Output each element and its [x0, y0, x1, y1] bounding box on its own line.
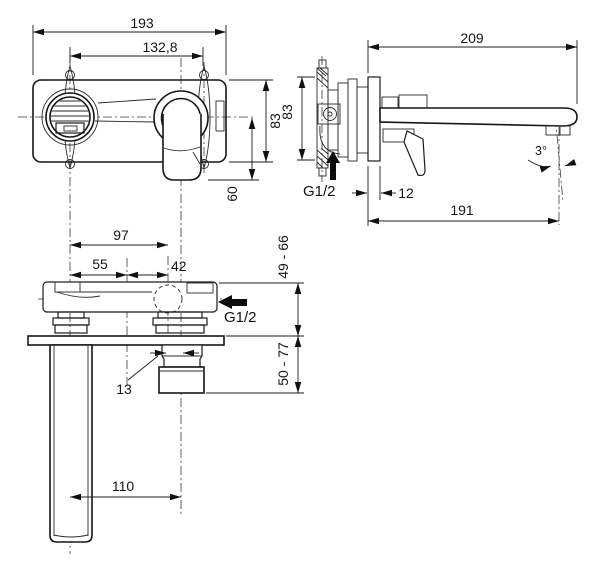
dim-plate-height-front: 83 — [267, 113, 283, 129]
front-dimensions: 193 132,8 83 60 — [32, 15, 283, 202]
inlet-thread-label-top: G1/2 — [224, 309, 257, 326]
top-view: 97 55 42 13 110 49 - 66 50 - 77 G1/2 — [27, 227, 304, 543]
dim-spout-to-mid: 55 — [92, 256, 108, 272]
valve-hidden-circle — [153, 284, 183, 314]
handle-front — [153, 90, 209, 181]
inlet-arrow-side: G1/2 — [303, 151, 340, 200]
dim-spout-angle: 3° — [535, 144, 547, 158]
dim-spout-to-valve: 97 — [113, 227, 129, 243]
front-view: 193 132,8 83 60 — [32, 15, 283, 202]
spout-profile — [379, 107, 578, 127]
dim-handle-drop: 60 — [224, 186, 240, 202]
dim-mid-to-valve: 42 — [171, 258, 187, 274]
dim-overall-width: 193 — [130, 15, 154, 31]
inlet-arrow-top: G1/2 — [218, 295, 257, 326]
side-view: 209 83 12 191 3° G1/2 — [279, 30, 578, 226]
dim-plate-thickness: 12 — [398, 185, 414, 201]
dim-depth-range-in: 49 - 66 — [275, 235, 291, 279]
top-dimensions: 97 55 42 13 110 49 - 66 50 - 77 — [70, 227, 304, 501]
spout-tube-top — [49, 344, 93, 543]
wall-hatching — [316, 67, 329, 169]
dim-spout-to-handle: 110 — [112, 478, 135, 494]
dim-hole-spacing: 132,8 — [142, 39, 177, 55]
dim-plate-height-side: 83 — [279, 104, 295, 120]
handle-lever-side — [403, 130, 426, 177]
dim-depth-range-out: 50 - 77 — [275, 342, 291, 386]
dim-outlet-distance: 191 — [450, 202, 474, 218]
side-dimensions: 209 83 12 191 3° — [279, 30, 578, 226]
spout-outlet-front — [41, 88, 99, 146]
dim-spout-reach: 209 — [460, 30, 484, 46]
inlet-thread-label-side: G1/2 — [303, 183, 336, 200]
dim-axis-offset: 13 — [116, 381, 132, 397]
